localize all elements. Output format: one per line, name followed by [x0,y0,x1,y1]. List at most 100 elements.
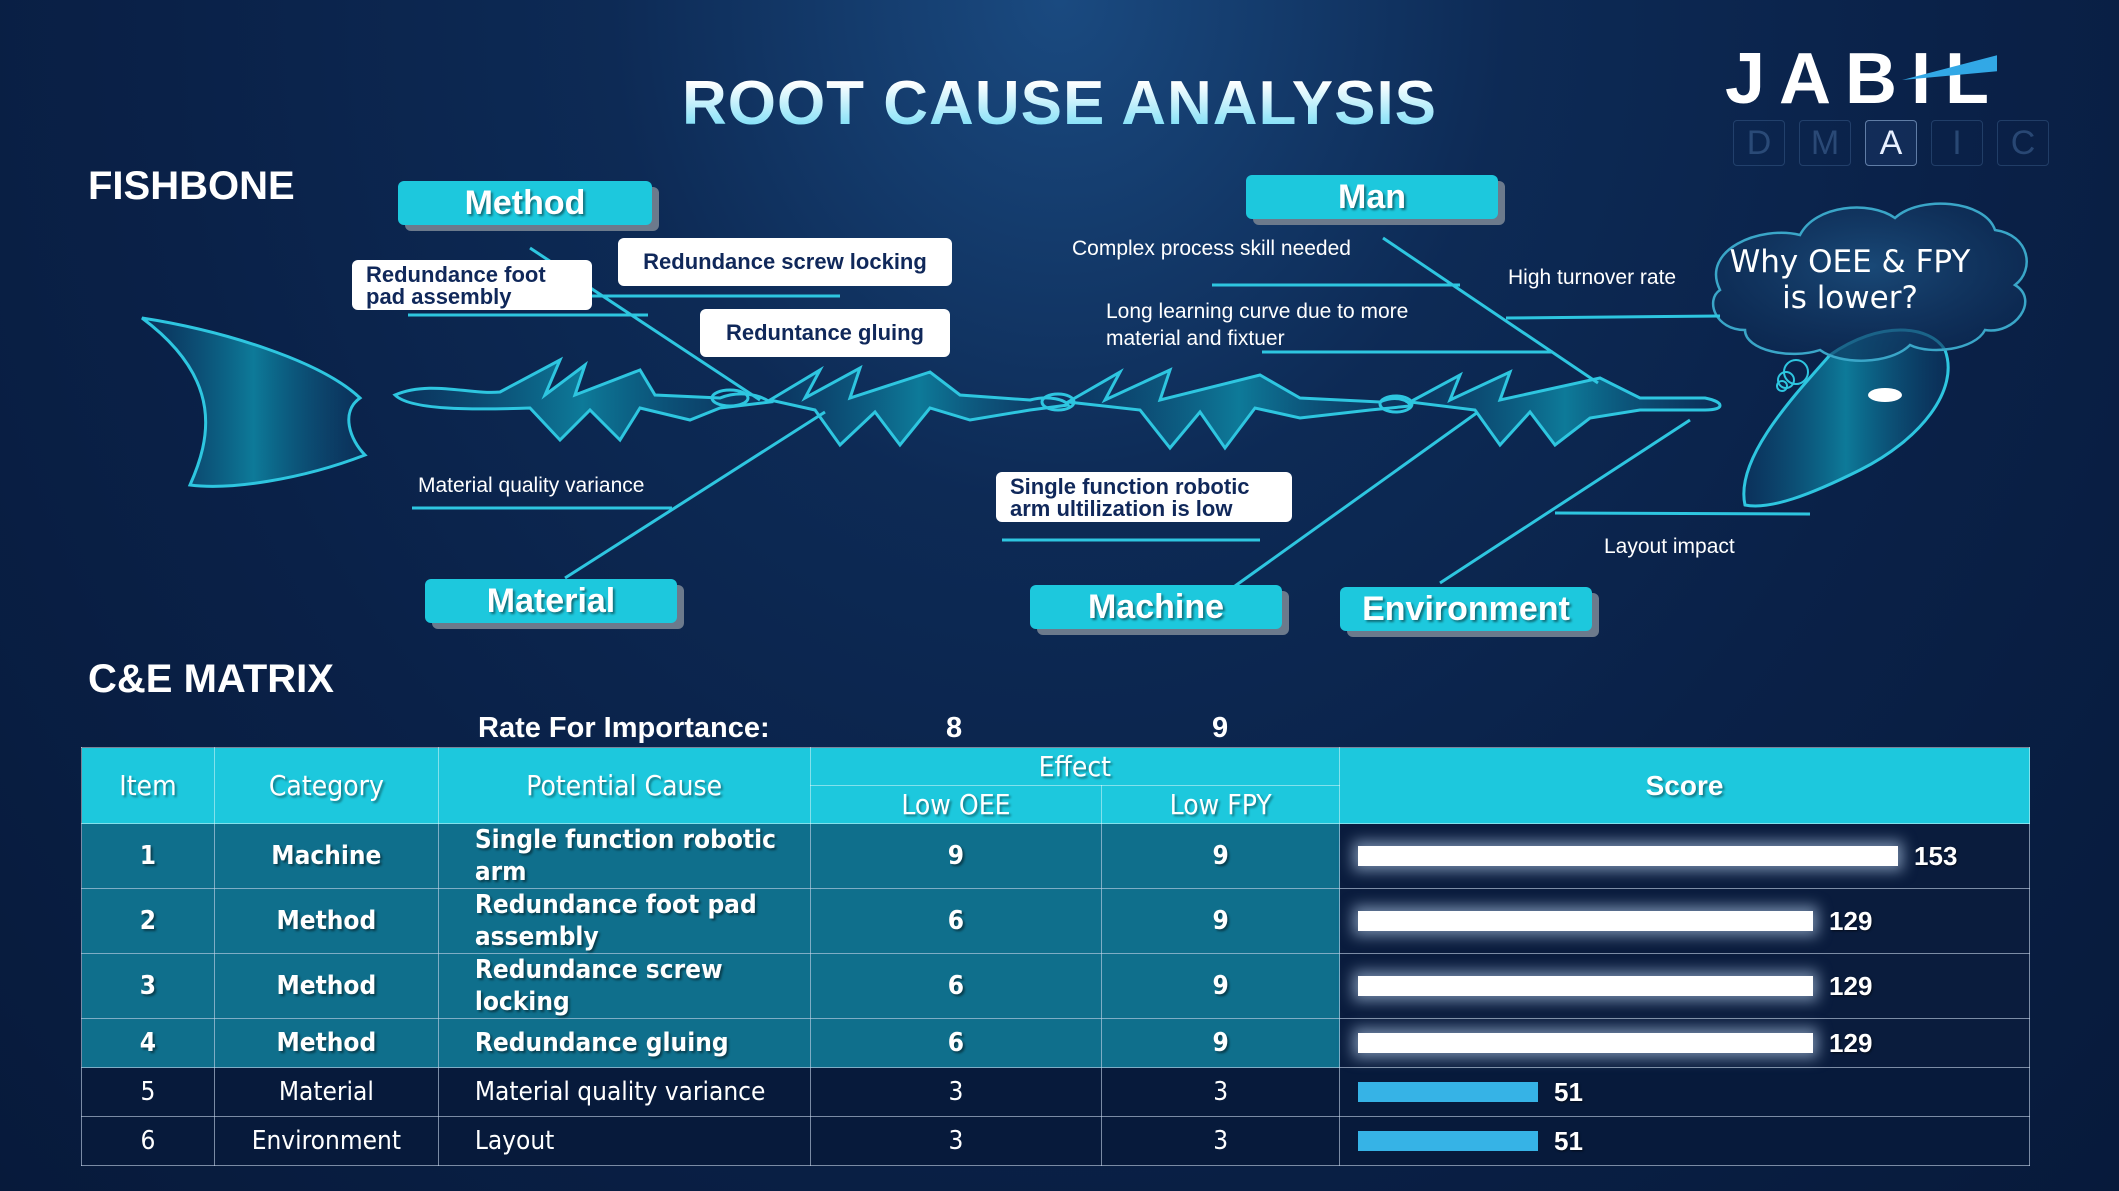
score-bar-wrap: 129 [1340,889,2029,953]
page-title: ROOT CAUSE ANALYSIS [0,68,2119,139]
fishbone-diagram [141,202,2028,588]
cell-category: Method [213,1018,439,1068]
thought-cloud [1711,202,2028,362]
score-bar [1358,1131,1539,1151]
bone-machine-main [1234,410,1479,588]
dmaic-phase-a-active: A [1865,120,1917,166]
cause-material-quality-variance: Material quality variance [418,474,645,497]
cell-category: Environment [213,1116,439,1166]
cause-high-turnover-rate: High turnover rate [1508,266,1677,289]
score-bar-wrap: 153 [1340,824,2029,888]
score-bar-wrap: 51 [1340,1117,2029,1165]
score-bar [1358,911,1814,931]
score-value: 51 [1554,1076,1583,1107]
logo-brand-text: JABIL [1725,39,2004,119]
cause-single-function-robotic-arm: Single function robotic arm ultilization… [996,472,1292,522]
score-value: 153 [1914,840,1958,871]
col-header-cause: Potential Cause [437,747,811,824]
cell-item: 1 [81,823,215,889]
cell-score: 129 [1339,953,2030,1019]
cell-low-oee: 3 [809,1116,1103,1166]
cell-low-oee: 6 [809,1018,1103,1068]
col-header-category: Category [213,747,439,824]
cell-cause: Redundance foot pad assembly [437,888,811,954]
cell-score: 153 [1339,823,2030,889]
cell-cause: Single function robotic arm [437,823,811,889]
rate-importance-oee: 8 [946,712,963,744]
problem-statement: Why OEE & FPY is lower? [1729,244,1971,316]
logo-brand: JABIL [1725,43,2065,115]
cell-low-fpy: 9 [1101,823,1341,889]
col-header-low-oee: Low OEE [809,785,1103,824]
score-bar [1358,976,1814,996]
rate-importance-fpy: 9 [1212,712,1229,744]
score-bar-wrap: 51 [1340,1068,2029,1116]
cell-low-fpy: 9 [1101,1018,1341,1068]
fish-spine-4 [1405,369,1722,448]
bone-environment-main [1439,418,1691,585]
cell-item: 2 [81,888,215,954]
category-environment: Environment [1340,587,1592,631]
category-man: Man [1246,175,1498,219]
cause-layout-impact: Layout impact [1604,535,1735,558]
cell-low-oee: 9 [809,823,1103,889]
cell-cause: Redundance screw locking [437,953,811,1019]
cell-item: 6 [81,1116,215,1166]
dmaic-phase-c: C [1997,120,2049,166]
bone-man-3 [1505,314,1721,320]
score-bar [1358,1033,1814,1053]
cell-category: Method [213,888,439,954]
col-header-effect: Effect [809,747,1341,786]
cell-cause: Layout [437,1116,811,1166]
fish-eye [1868,388,1902,402]
dmaic-phase-d: D [1733,120,1785,166]
cell-score: 129 [1339,888,2030,954]
score-value: 51 [1554,1125,1583,1156]
ce-matrix-heading: C&E MATRIX [88,657,334,701]
dmaic-phases: D M A I C [1733,120,2065,166]
score-bar [1358,1082,1539,1102]
cell-item: 5 [81,1067,215,1117]
cell-score: 51 [1339,1116,2030,1166]
cause-complex-process-skill: Complex process skill needed [1072,237,1351,260]
cell-cause: Redundance gluing [437,1018,811,1068]
score-value: 129 [1829,970,1873,1001]
cell-low-fpy: 3 [1101,1067,1341,1117]
fish-spine-2 [766,364,1071,448]
ce-matrix-table: Item Category Potential Cause Effect Sco… [81,747,2030,1166]
bone-man-main [1382,236,1599,385]
dmaic-phase-i: I [1931,120,1983,166]
dmaic-phase-m: M [1799,120,1851,166]
cause-redundance-screw-locking: Redundance screw locking [618,238,952,286]
col-header-score: Score [1339,747,2030,824]
score-value: 129 [1829,905,1873,936]
score-value: 129 [1829,1027,1873,1058]
cell-low-fpy: 9 [1101,888,1341,954]
fishbone-heading: FISHBONE [88,164,295,208]
rate-importance-label: Rate For Importance: [478,712,770,744]
score-bar-wrap: 129 [1340,954,2029,1018]
category-method: Method [398,181,652,225]
jabil-logo: JABIL D M A I C [1725,43,2065,166]
category-machine: Machine [1030,585,1282,629]
score-bar [1358,846,1899,866]
cell-low-oee: 3 [809,1067,1103,1117]
cell-category: Material [213,1067,439,1117]
cause-reduntance-gluing: Reduntance gluing [700,309,950,357]
cell-category: Method [213,953,439,1019]
cell-low-oee: 6 [809,953,1103,1019]
cause-long-learning-curve: Long learning curve due to more material… [1106,300,1409,350]
col-header-item: Item [81,747,215,824]
cell-low-fpy: 3 [1101,1116,1341,1166]
cell-category: Machine [213,823,439,889]
bone-environment-1 [1554,511,1811,516]
cell-item: 3 [81,953,215,1019]
cell-cause: Material quality variance [437,1067,811,1117]
col-header-low-fpy: Low FPY [1101,785,1341,824]
